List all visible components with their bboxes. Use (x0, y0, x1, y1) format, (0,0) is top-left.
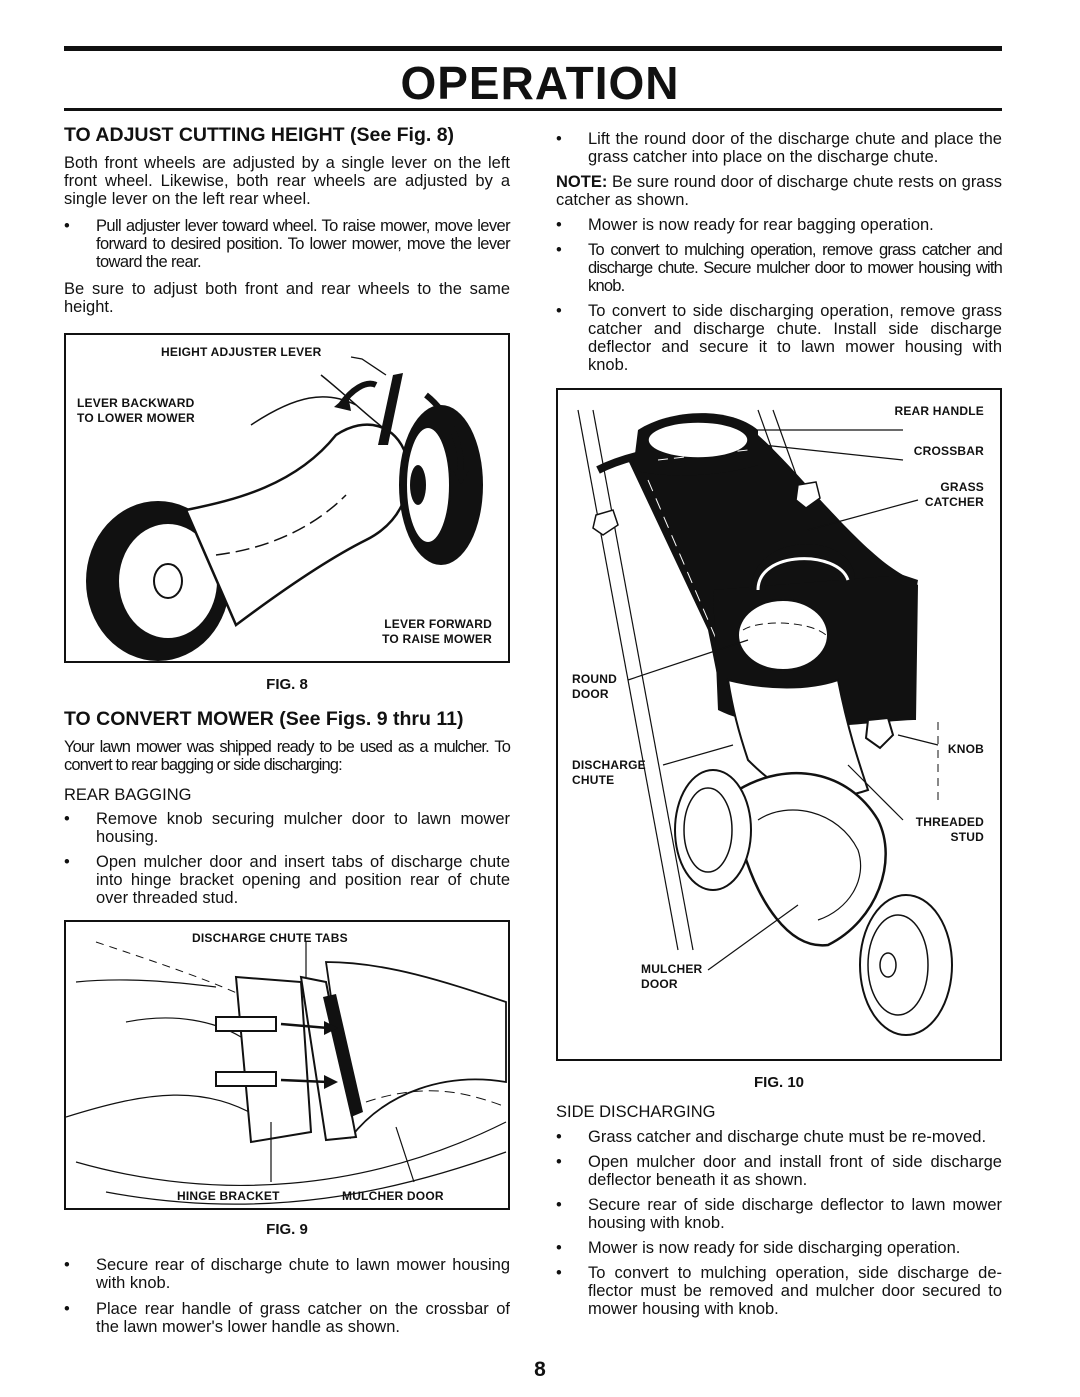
bullet-pull-lever: Pull adjuster lever toward wheel. To rai… (64, 217, 511, 271)
label-round: ROUND (572, 672, 617, 686)
bullet-install-deflector: Open mulcher door and install front of s… (556, 1153, 1002, 1189)
label-round-door: DOOR (572, 687, 609, 701)
page-number: 8 (534, 1358, 546, 1381)
label-rear-handle: REAR HANDLE (894, 404, 984, 418)
section-heading-convert-mower: TO CONVERT MOWER (See Figs. 9 thru 11) (64, 708, 464, 730)
header-rule-bottom (64, 108, 1002, 111)
figure-10-grass-catcher: REAR HANDLE CROSSBAR GRASS CATCHER ROUND… (556, 388, 1002, 1061)
bullet-place-rear-handle: Place rear handle of grass catcher on th… (64, 1300, 510, 1336)
right-column-top: Lift the round door of the discharge chu… (556, 130, 1003, 374)
figure-10-illustration (577, 409, 953, 1036)
label-to-raise-mower: TO RAISE MOWER (382, 632, 492, 646)
label-knob: KNOB (947, 742, 984, 756)
label-hinge-bracket: HINGE BRACKET (177, 1189, 280, 1203)
label-threaded: THREADED (915, 815, 984, 829)
header-rule-top (64, 46, 1002, 51)
paragraph-same-height: Be sure to adjust both front and rear wh… (64, 280, 510, 316)
figure-8-caption: FIG. 8 (266, 676, 308, 693)
figure-9-caption: FIG. 9 (266, 1221, 308, 1238)
figure-9-discharge-chute: DISCHARGE CHUTE TABS HINGE BRACKET MULCH… (64, 920, 510, 1210)
bullet-remove-knob: Remove knob securing mulcher door to law… (64, 810, 510, 846)
label-lever-backward: LEVER BACKWARD (77, 396, 195, 410)
paragraph-shipped-mulcher: Your lawn mower was shipped ready to be … (64, 738, 511, 774)
bullet-open-mulcher-door: Open mulcher door and insert tabs of dis… (64, 853, 510, 907)
label-mulcher-door: MULCHER DOOR (342, 1189, 444, 1203)
page-title: OPERATION (400, 57, 680, 109)
bullet-lift-round-door: Lift the round door of the discharge chu… (556, 130, 1002, 166)
label-stud: STUD (950, 830, 984, 844)
label-grass: GRASS (940, 480, 984, 494)
label-lever-forward: LEVER FORWARD (384, 617, 492, 631)
right-column-side-discharging: SIDE DISCHARGING Grass catcher and disch… (556, 1103, 1002, 1318)
label-to-lower-mower: TO LOWER MOWER (77, 411, 195, 425)
bullet-ready-side-discharge: Mower is now ready for side discharging … (556, 1239, 1002, 1257)
note-round-door: NOTE: Be sure round door of discharge ch… (556, 173, 1002, 209)
label-height-adjuster-lever: HEIGHT ADJUSTER LEVER (161, 345, 322, 359)
bullet-convert-side-discharge: To convert to side discharging operation… (556, 302, 1002, 374)
label-chute: CHUTE (572, 773, 615, 787)
left-column-section-convert: TO CONVERT MOWER (See Figs. 9 thru 11) Y… (64, 708, 511, 907)
label-mulcher-door: DOOR (641, 977, 678, 991)
figure-9-illustration (66, 941, 507, 1205)
label-discharge-chute-tabs: DISCHARGE CHUTE TABS (192, 931, 348, 945)
bullet-remove-catcher-chute: Grass catcher and discharge chute must b… (556, 1128, 1002, 1146)
label-crossbar: CROSSBAR (913, 444, 984, 458)
figure-8-illustration (86, 356, 483, 661)
left-column-section-adjust-height: TO ADJUST CUTTING HEIGHT (See Fig. 8) Bo… (64, 124, 511, 316)
label-discharge: DISCHARGE (572, 758, 646, 772)
subheading-rear-bagging: REAR BAGGING (64, 786, 192, 804)
label-catcher: CATCHER (924, 495, 984, 509)
label-mulcher: MULCHER (641, 962, 703, 976)
bullet-convert-mulching: To convert to mulching operation, remove… (556, 241, 1003, 295)
paragraph-wheels: Both front wheels are adjusted by a sing… (64, 154, 510, 208)
left-column-after-fig9: Secure rear of discharge chute to lawn m… (64, 1256, 510, 1336)
bullet-secure-rear-chute: Secure rear of discharge chute to lawn m… (64, 1256, 510, 1292)
section-heading-adjust-height: TO ADJUST CUTTING HEIGHT (See Fig. 8) (64, 124, 455, 146)
figure-8-height-adjuster: HEIGHT ADJUSTER LEVER LEVER BACKWARD TO … (64, 333, 510, 663)
bullet-secure-deflector: Secure rear of side discharge deflector … (556, 1196, 1002, 1232)
subheading-side-discharging: SIDE DISCHARGING (556, 1103, 716, 1121)
note-label: NOTE: (556, 173, 608, 191)
bullet-ready-rear-bagging: Mower is now ready for rear bagging oper… (556, 216, 1002, 234)
bullet-convert-back-mulching: To convert to mulching operation, side d… (556, 1264, 1002, 1318)
note-text: Be sure round door of discharge chute re… (556, 173, 1002, 209)
figure-10-caption: FIG. 10 (753, 1074, 805, 1091)
